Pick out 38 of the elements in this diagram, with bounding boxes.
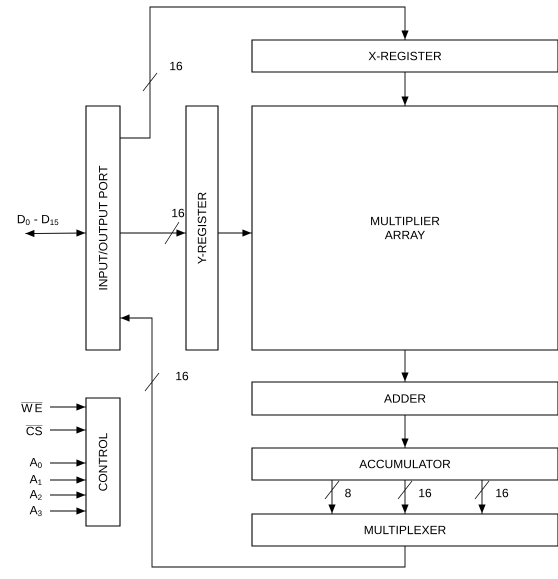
arrow [50, 426, 86, 434]
arrow [120, 6, 409, 138]
signal-label: $\overline{\mathrm{W\,E}}$ [21, 402, 43, 412]
block-box: X-REGISTER [251, 39, 558, 73]
block-box: ACCUMULATOR [251, 447, 558, 481]
block-box: CONTROL [85, 397, 121, 527]
arrow [50, 507, 86, 515]
bus-width-label: 8 [345, 488, 351, 498]
arrow [401, 72, 409, 106]
bus-width-label: 16 [170, 62, 182, 70]
bus-width-label: 16 [172, 208, 184, 218]
arrow [478, 480, 486, 514]
block-box: Y-REGISTER [185, 105, 219, 351]
arrow [328, 480, 336, 514]
signal-label: D$_{0}$ - D$_{15}$ [18, 214, 58, 226]
arrow [120, 229, 186, 237]
arrow [50, 459, 86, 467]
signal-label: A$_{1}$ [30, 474, 42, 486]
bus-width-label: 16 [419, 488, 432, 498]
arrow [401, 480, 409, 514]
arrow [401, 415, 409, 448]
signal-label: A$_{2}$ [30, 490, 42, 500]
signal-label: $\overline{\mathrm{CS}}$ [26, 425, 43, 436]
bus-width-label: 16 [496, 488, 508, 498]
arrow [218, 229, 252, 237]
block-box: ADDER [251, 381, 558, 416]
arrow [50, 476, 86, 484]
arrow [50, 403, 86, 411]
arrow [24, 229, 86, 238]
block-box: MULTIPLEXER [251, 513, 558, 547]
arrow [120, 314, 406, 568]
bus-width-label: 16 [176, 372, 188, 380]
arrow [401, 350, 409, 382]
block-box: INPUT/OUTPUT PORT [85, 105, 121, 351]
signal-label: A$_{3}$ [30, 506, 42, 516]
block-box: MULTIPLIER ARRAY [251, 105, 558, 351]
signal-label: A$_{0}$ [30, 458, 42, 468]
arrow [50, 491, 86, 499]
